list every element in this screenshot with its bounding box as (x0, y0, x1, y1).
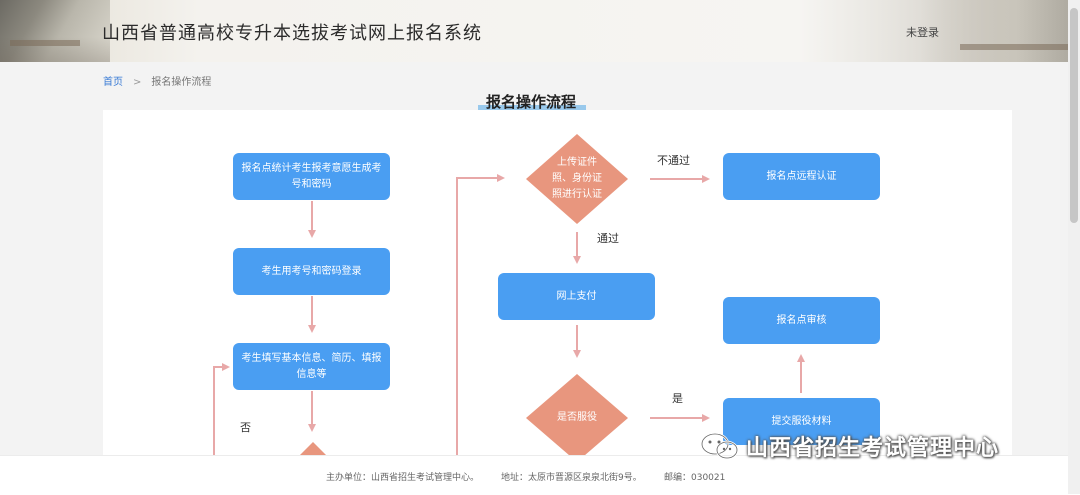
page-scrollbar-thumb[interactable] (1070, 8, 1078, 223)
step-online-payment-box: 网上支付 (498, 273, 655, 320)
step-submit-service-box: 提交服役材料 (723, 398, 880, 445)
footer-organizer: 主办单位：山西省招生考试管理中心。 (326, 473, 480, 483)
page-title: 报名操作流程 (486, 93, 577, 111)
partial-decision-diamond (299, 442, 327, 456)
breadcrumb-current: 报名操作流程 (151, 77, 212, 88)
step-fill-info-box: 考生填写基本信息、简历、填报信息等 (233, 343, 390, 390)
site-title: 山西省普通高校专升本选拔考试网上报名系统 (102, 23, 482, 44)
decision-upload-text: 上传证件照、身份证照进行认证 (552, 157, 602, 200)
label-pass: 通过 (597, 232, 619, 245)
header-photo-desk (10, 40, 80, 46)
site-header (0, 0, 1080, 62)
label-fail: 不通过 (657, 154, 690, 167)
step-login-box: 考生用考号和密码登录 (233, 248, 390, 295)
wechat-icon (700, 431, 740, 461)
footer-postcode: 邮编：030021 (664, 473, 726, 483)
breadcrumb-separator: > (133, 77, 142, 88)
step-site-review-box: 报名点审核 (723, 297, 880, 344)
decision-service-text: 是否服役 (557, 412, 597, 423)
decision-upload-diamond: 上传证件照、身份证照进行认证 (526, 134, 628, 224)
wechat-watermark: 山西省招生考试管理中心 (700, 430, 999, 462)
header-photo-right (920, 0, 1080, 62)
header-photo-desk-right (960, 44, 1070, 50)
title-underline (478, 105, 586, 110)
breadcrumb: 首页 > 报名操作流程 (103, 73, 211, 88)
decision-service-diamond: 是否服役 (526, 374, 628, 462)
footer-address: 地址：太原市晋源区泉泉北街9号。 (501, 473, 642, 483)
label-yes: 是 (672, 392, 683, 405)
site-footer (0, 455, 1080, 495)
step-remote-auth-box: 报名点远程认证 (723, 153, 880, 200)
header-photo-left (0, 0, 110, 62)
label-no: 否 (240, 421, 251, 434)
login-status-link[interactable]: 未登录 (906, 26, 939, 39)
watermark-text: 山西省招生考试管理中心 (746, 436, 1000, 461)
step-generate-id-box: 报名点统计考生报考意愿生成考号和密码 (233, 153, 390, 200)
breadcrumb-home-link[interactable]: 首页 (103, 77, 123, 88)
